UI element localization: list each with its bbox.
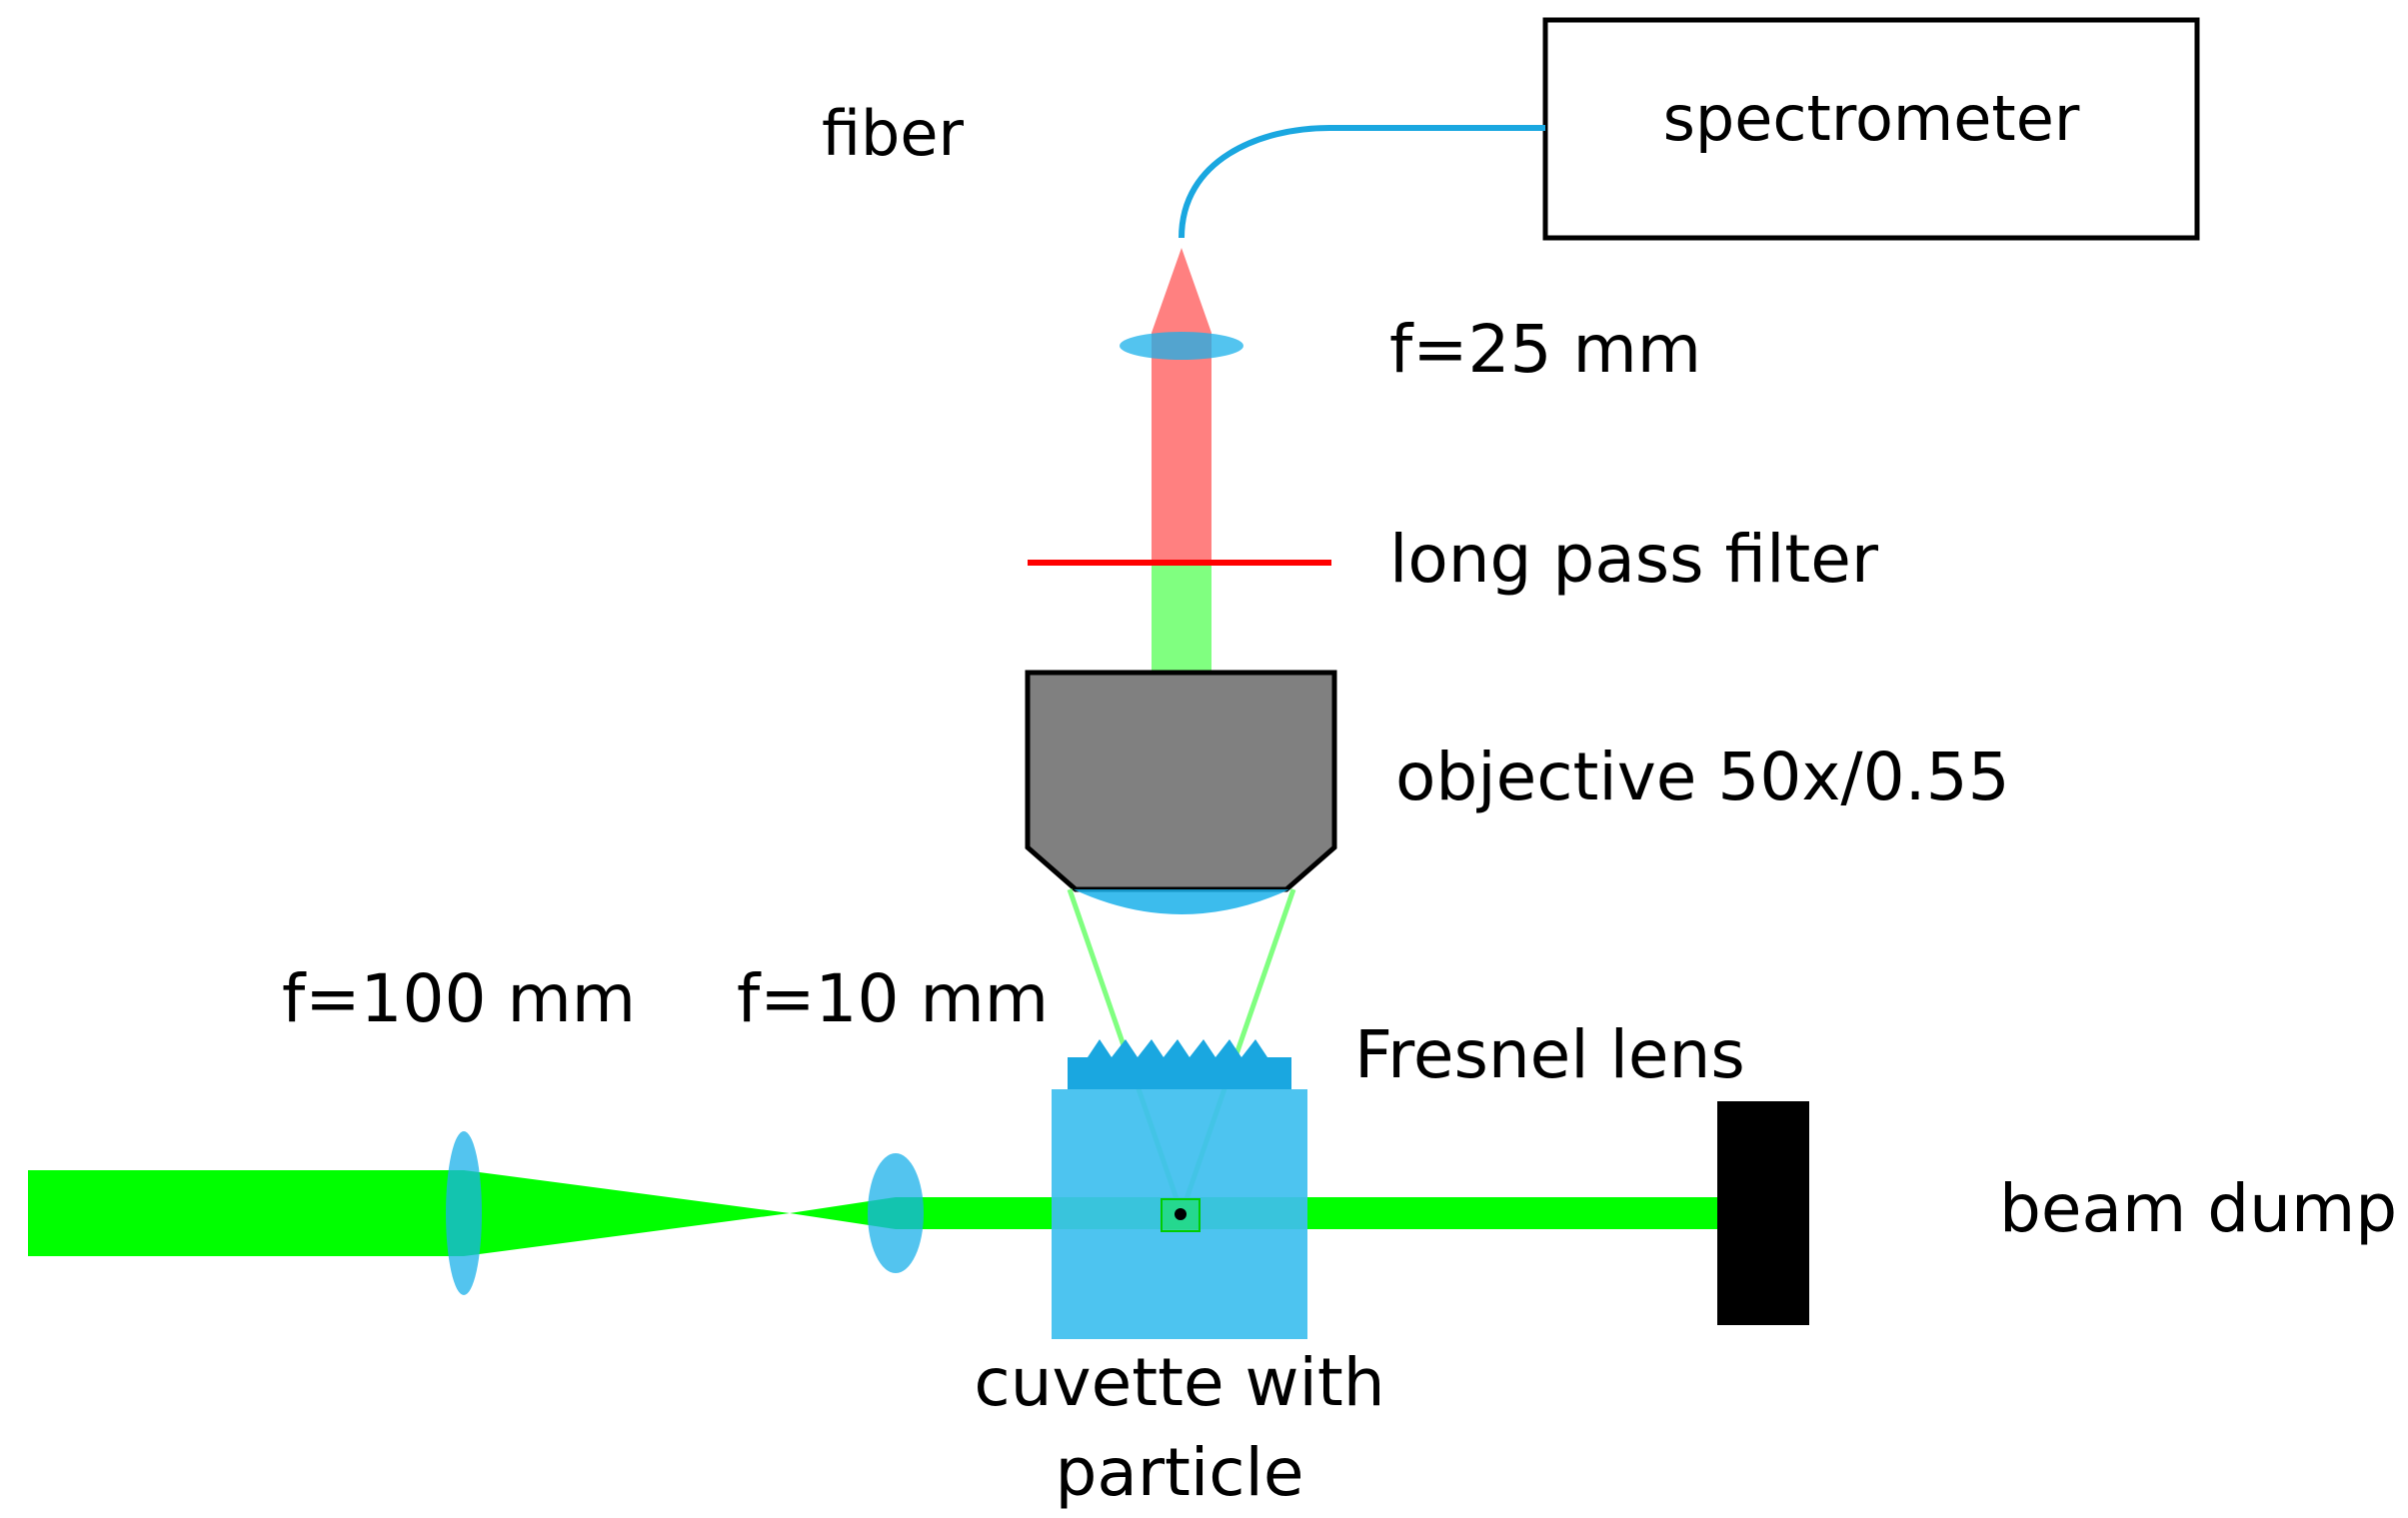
- collected-light-beam: [1152, 563, 1211, 673]
- lens-f25: [1120, 332, 1243, 360]
- objective-label: objective 50x/0.55: [1395, 739, 2010, 815]
- spectrometer-label: spectrometer: [1663, 82, 2080, 155]
- filter-label: long pass filter: [1389, 521, 1879, 598]
- objective-body: [1025, 670, 1337, 892]
- laser-input-beam: [28, 1170, 464, 1256]
- fiber-label: fiber: [822, 97, 965, 170]
- spectrometer-box: [1542, 17, 2200, 241]
- laser-converging-beam: [464, 1170, 790, 1256]
- cuvette-label-line2: particle: [1056, 1434, 1304, 1511]
- particle: [1175, 1208, 1187, 1220]
- lens-f25-label: f=25 mm: [1389, 311, 1701, 388]
- lens-f100: [446, 1131, 482, 1295]
- fiber-cable: [1179, 125, 1545, 239]
- lens-f100-label: f=100 mm: [282, 960, 636, 1037]
- beam-dump-label: beam dump: [1999, 1170, 2397, 1247]
- fresnel-lens: [1068, 1039, 1291, 1089]
- lens-f10-label: f=10 mm: [737, 960, 1049, 1037]
- scattered-light-cone: [1152, 248, 1211, 333]
- cuvette-label-line1: cuvette with: [974, 1344, 1384, 1421]
- objective-front-lens: [1074, 889, 1289, 914]
- fresnel-label: Fresnel lens: [1354, 1016, 1745, 1093]
- scattered-light-beam: [1152, 333, 1211, 563]
- lens-f10: [868, 1153, 924, 1273]
- beam-dump: [1717, 1101, 1809, 1325]
